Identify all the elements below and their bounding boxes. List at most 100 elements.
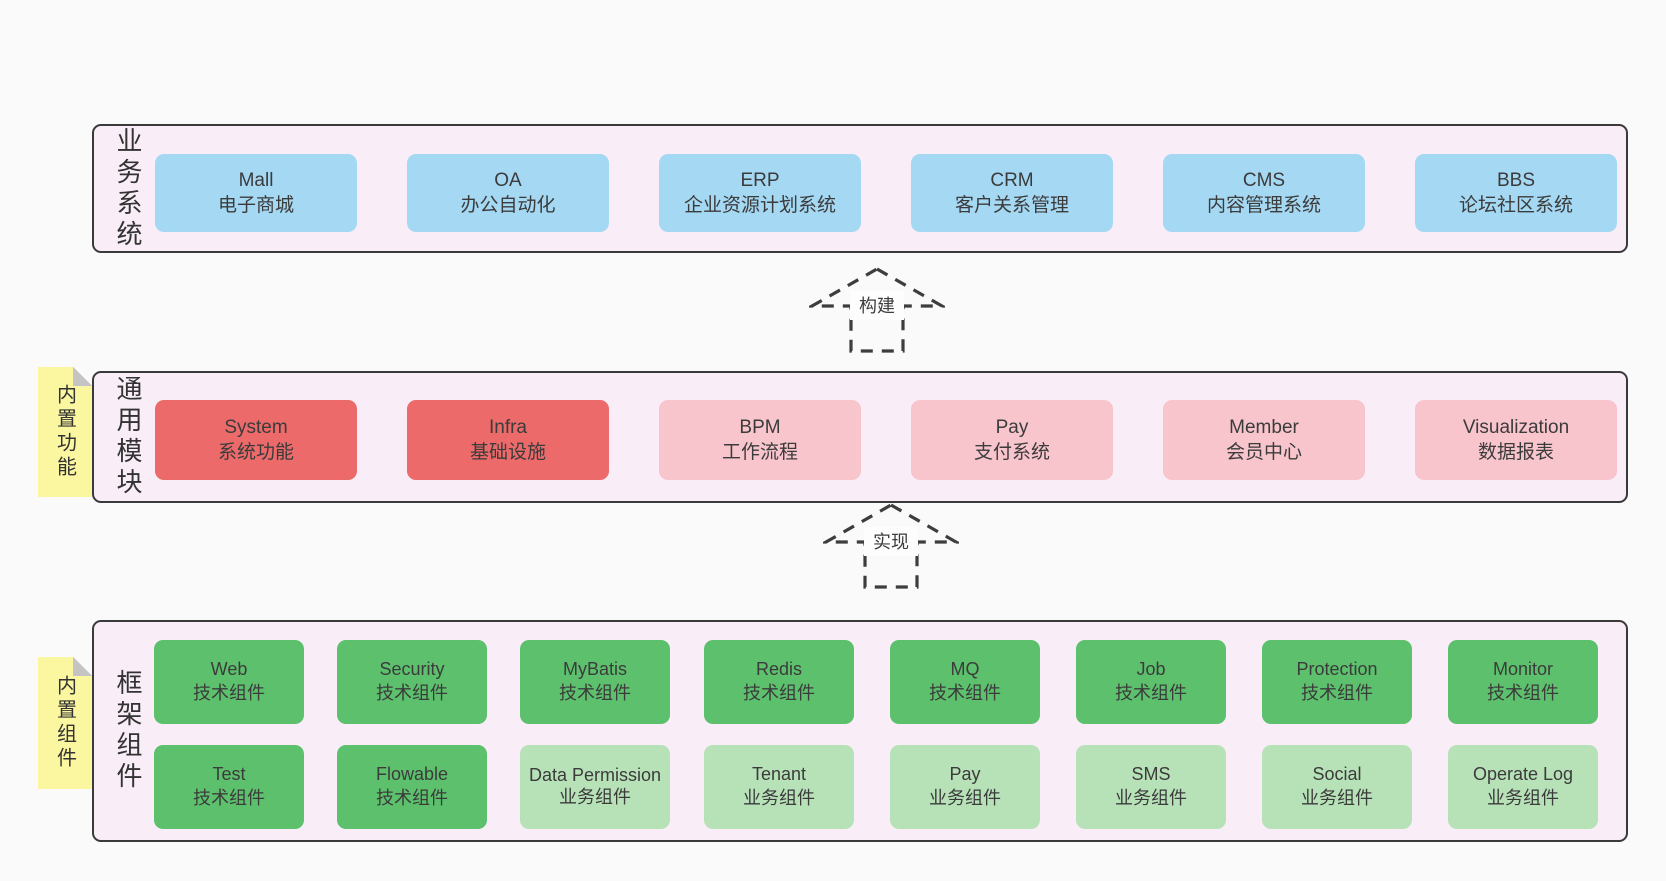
node-subtitle: 技术组件 [193,788,265,808]
node-system: System 系统功能 [155,400,357,480]
node-subtitle: 基础设施 [469,442,546,463]
node-social: Social 业务组件 [1262,745,1412,829]
build-arrow: 构建 [809,267,945,353]
node-title: MyBatis [562,659,627,680]
node-title: ERP [740,169,780,191]
node-title: Flowable [375,764,449,785]
node-title: OA [494,169,522,191]
band-side-label: 通用模块 [113,375,143,499]
node-subtitle: 技术组件 [1487,683,1559,703]
node-title: Security [379,659,445,680]
node-visualization: Visualization 数据报表 [1415,400,1617,480]
node-subtitle: 技术组件 [376,683,448,703]
node-job: Job 技术组件 [1076,640,1226,724]
node-mall: Mall 电子商城 [155,154,357,232]
node-pay: Pay 支付系统 [911,400,1113,480]
node-subtitle: 技术组件 [376,788,448,808]
node-web: Web 技术组件 [154,640,304,724]
node-title: Protection [1296,659,1378,680]
node-flowable: Flowable 技术组件 [337,745,487,829]
band-side-label: 框架组件 [113,669,143,793]
node-sms: SMS 业务组件 [1076,745,1226,829]
node-tenant: Tenant 业务组件 [704,745,854,829]
node-title: Data Permission [528,765,662,786]
node-title: BBS [1496,169,1536,191]
node-subtitle: 业务组件 [929,788,1001,808]
node-test: Test 技术组件 [154,745,304,829]
node-crm: CRM 客户关系管理 [911,154,1113,232]
node-title: Tenant [751,764,807,785]
arrow-label: 实现 [873,532,909,552]
sticky-note-built-in-components: 内置组件 [38,657,92,789]
node-mq: MQ 技术组件 [890,640,1040,724]
node-monitor: Monitor 技术组件 [1448,640,1598,724]
node-subtitle: 电子商城 [217,195,294,216]
node-title: Operate Log [1472,764,1574,785]
node-title: Infra [488,416,528,438]
node-subtitle: 数据报表 [1477,442,1554,463]
arrow-label: 构建 [859,296,895,316]
arrow-label-backdrop [864,527,918,556]
band-common-modules: 通用模块 System 系统功能 Infra 基础设施 BPM 工作流程 Pay… [92,371,1628,503]
node-title: BPM [739,416,781,438]
node-subtitle: 技术组件 [1301,683,1373,703]
arrow-label-backdrop [850,291,904,320]
node-title: Test [212,764,246,785]
node-title: System [224,416,288,438]
node-erp: ERP 企业资源计划系统 [659,154,861,232]
node-title: SMS [1131,764,1171,785]
node-subtitle: 技术组件 [559,683,631,703]
node-title: Pay [949,764,981,785]
node-subtitle: 支付系统 [973,442,1050,463]
node-bpm: BPM 工作流程 [659,400,861,480]
implement-arrow: 实现 [823,503,959,589]
sticky-note-label: 内置组件 [53,675,76,771]
node-title: MQ [950,659,980,680]
node-subtitle: 会员中心 [1225,442,1302,463]
node-subtitle: 系统功能 [217,442,294,463]
band-business-systems: 业务系统 Mall 电子商城 OA 办公自动化 ERP 企业资源计划系统 CRM… [92,124,1628,253]
band-side-label: 业务系统 [113,126,143,251]
node-title: Social [1312,764,1362,785]
node-mybatis: MyBatis 技术组件 [520,640,670,724]
node-title: Mall [238,169,274,191]
node-oa: OA 办公自动化 [407,154,609,232]
node-subtitle: 技术组件 [193,683,265,703]
node-member: Member 会员中心 [1163,400,1365,480]
node-subtitle: 业务组件 [743,788,815,808]
node-protection: Protection 技术组件 [1262,640,1412,724]
node-subtitle: 企业资源计划系统 [683,195,836,216]
node-title: Redis [755,659,803,680]
node-title: Member [1229,416,1299,438]
node-bbs: BBS 论坛社区系统 [1415,154,1617,232]
node-subtitle: 业务组件 [1487,788,1559,808]
node-title: Job [1136,659,1166,680]
node-title: Visualization [1462,416,1570,438]
node-subtitle: 内容管理系统 [1206,195,1321,216]
node-subtitle: 办公自动化 [460,195,556,216]
node-subtitle: 论坛社区系统 [1458,195,1573,216]
node-subtitle: 技术组件 [743,683,815,703]
node-redis: Redis 技术组件 [704,640,854,724]
node-subtitle: 技术组件 [1115,683,1187,703]
node-subtitle: 工作流程 [721,442,798,463]
node-title: Web [210,659,248,680]
sticky-note-built-in-features: 内置功能 [38,367,92,497]
node-security: Security 技术组件 [337,640,487,724]
node-title: CRM [990,169,1034,191]
node-subtitle: 业务组件 [1301,788,1373,808]
node-title: Monitor [1492,659,1554,680]
node-cms: CMS 内容管理系统 [1163,154,1365,232]
node-infra: Infra 基础设施 [407,400,609,480]
node-title: CMS [1242,169,1286,191]
sticky-note-label: 内置功能 [53,384,76,480]
node-pay-business: Pay 业务组件 [890,745,1040,829]
node-subtitle: 客户关系管理 [954,195,1069,216]
node-subtitle: 业务组件 [1115,788,1187,808]
node-data-permission: Data Permission 业务组件 [520,745,670,829]
node-title: Pay [995,416,1029,438]
node-subtitle: 技术组件 [929,683,1001,703]
node-operate-log: Operate Log 业务组件 [1448,745,1598,829]
band-framework-components: 框架组件 Web 技术组件 Security 技术组件 MyBatis 技术组件… [92,620,1628,842]
